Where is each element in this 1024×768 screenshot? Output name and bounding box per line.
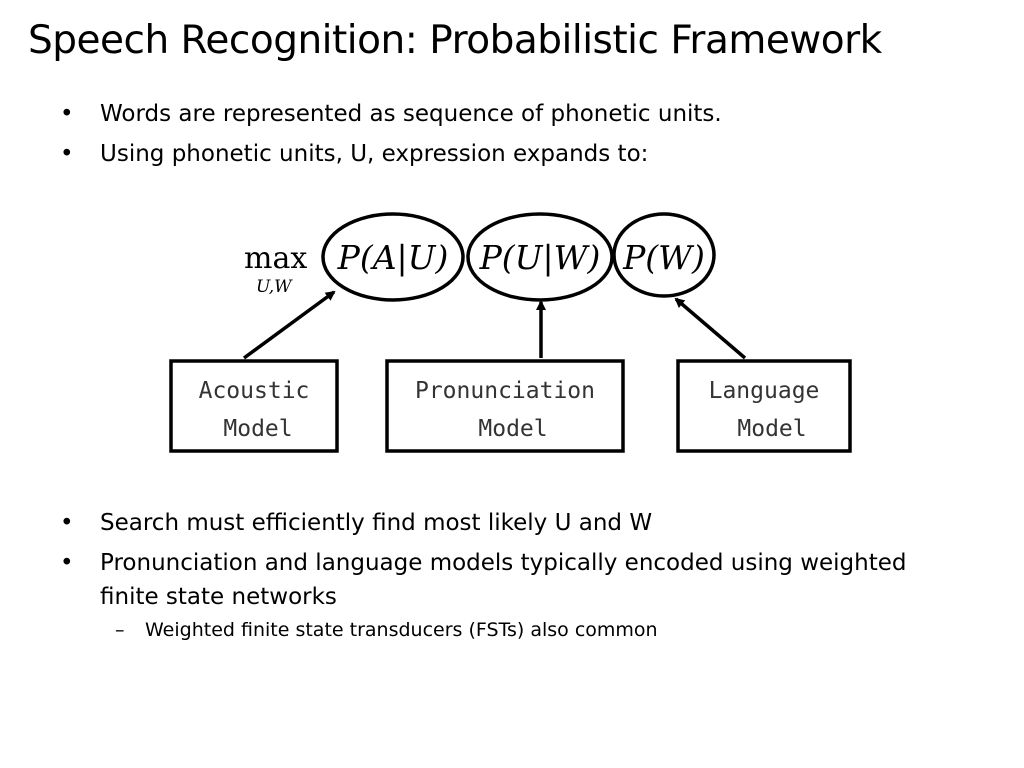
slide-title: Speech Recognition: Probabilistic Framew… — [28, 18, 882, 63]
acoustic-model-label-line1: Acoustic — [199, 378, 310, 404]
max-subscript: U,W — [256, 277, 293, 297]
bullet-marker: • — [60, 141, 74, 167]
arrow-language — [674, 297, 747, 360]
bullet-marker: • — [60, 550, 74, 576]
bullet-marker: • — [60, 101, 74, 127]
term-p-u-given-w: P(U|W) — [479, 238, 601, 277]
bullet-text: Words are represented as sequence of pho… — [100, 101, 722, 127]
bullet-text: Search must efficiently find most likely… — [100, 510, 653, 536]
sub-bullet-marker: – — [115, 619, 125, 641]
acoustic-model-box — [169, 359, 339, 453]
bullet-item: • Words are represented as sequence of p… — [60, 97, 940, 131]
bullet-marker: • — [60, 510, 74, 536]
term-ellipse-language — [612, 212, 716, 298]
term-p-a-given-u: P(A|U) — [337, 238, 449, 277]
bullet-text: Pronunciation and language models typica… — [100, 550, 907, 610]
term-p-w: P(W) — [622, 238, 705, 277]
bullet-item: • Search must efficiently find most like… — [60, 506, 940, 540]
pronunciation-model-box — [385, 359, 625, 453]
acoustic-model-label-line2: Model — [223, 416, 292, 442]
pronunciation-model-label-line1: Pronunciation — [415, 378, 595, 404]
bullet-item: • Pronunciation and language models typi… — [60, 546, 940, 614]
language-model-box — [676, 359, 852, 453]
max-operator: max — [244, 241, 307, 276]
sub-bullet-text: Weighted finite state transducers (FSTs)… — [145, 619, 658, 641]
language-model-label-line2: Model — [737, 416, 806, 442]
bullet-text: Using phonetic units, U, expression expa… — [100, 141, 649, 167]
pronunciation-model-label-line2: Model — [478, 416, 547, 442]
arrow-acoustic — [242, 290, 336, 360]
bullet-list-top: • Words are represented as sequence of p… — [60, 97, 940, 177]
language-model-label-line1: Language — [709, 378, 820, 404]
bullet-item: • Using phonetic units, U, expression ex… — [60, 137, 940, 171]
sub-bullet-item: – Weighted finite state transducers (FST… — [60, 616, 940, 644]
term-ellipse-acoustic — [321, 212, 465, 302]
bullet-list-bottom: • Search must efficiently find most like… — [60, 506, 940, 644]
